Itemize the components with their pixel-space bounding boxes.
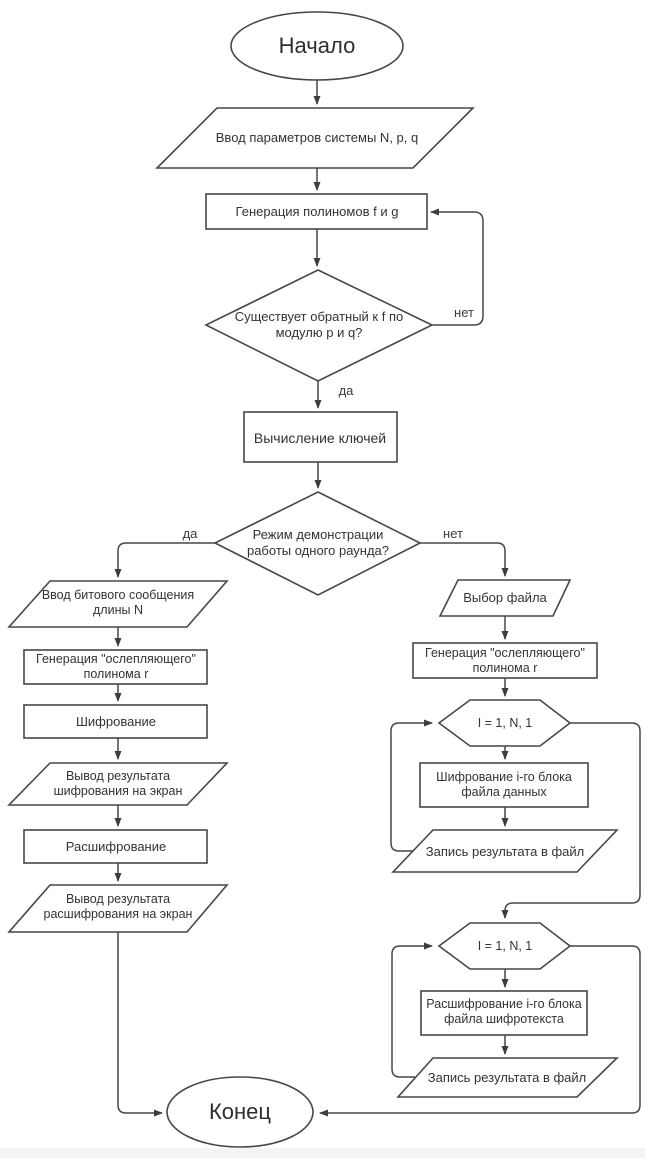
gen-blinding-left-shape	[23, 649, 208, 685]
write-result-decrypt-label: Запись результата в файл	[427, 1070, 587, 1085]
output-decrypt-shape	[7, 884, 229, 933]
demo-mode-decision-shape	[213, 491, 422, 596]
edge-loop1-exit	[501, 722, 641, 919]
choose-file-shape	[438, 579, 572, 617]
edge-inverse-no-loop	[430, 208, 484, 326]
choose-file-label: Выбор файла	[463, 590, 547, 605]
compute-keys-shape	[243, 411, 398, 463]
loop-encrypt-hexagon-shape	[437, 699, 572, 747]
demo-no-label: нет	[443, 526, 463, 541]
edge-loop1-back	[390, 719, 433, 852]
encrypt-label: Шифрование	[76, 714, 156, 729]
input-params-shape	[155, 107, 475, 169]
gen-polynomials-shape	[205, 193, 428, 230]
output-decrypt-label: Вывод результата расшифрования на экран	[43, 892, 193, 921]
output-encrypt-shape	[7, 762, 229, 806]
edge-demo-yes	[114, 542, 215, 578]
inverse-yes-label: да	[338, 383, 354, 398]
inverse-exists-decision-shape	[204, 269, 434, 382]
encrypt-block-label: Шифрование i-го блока файла данных	[436, 770, 572, 799]
decrypt-block-label: Расшифрование i-го блока файла шифротекс…	[426, 997, 582, 1026]
decrypt-block-shape	[420, 990, 588, 1036]
bottom-band	[0, 1148, 645, 1158]
loop-decrypt-label: I = 1, N, 1	[477, 939, 533, 953]
demo-yes-label: да	[182, 526, 198, 541]
start-terminator-shape	[230, 11, 404, 81]
input-message-label: Ввод битового сообщения длины N	[41, 588, 195, 617]
start-label: Начало	[278, 33, 356, 58]
gen-blinding-right-label: Генерация "ослепляющего" полинома r	[425, 646, 585, 675]
edge-demo-no	[420, 542, 509, 577]
decrypt-shape	[23, 829, 208, 864]
inverse-no-label: нет	[454, 305, 474, 320]
edge-loop2-back	[391, 942, 433, 1078]
input-params-label: Ввод параметров системы N, p, q	[215, 130, 419, 145]
gen-blinding-right-shape	[412, 642, 598, 679]
encrypt-shape	[23, 704, 208, 739]
loop-encrypt-label: I = 1, N, 1	[477, 716, 533, 730]
edge-left-to-end	[117, 932, 163, 1117]
decrypt-label: Расшифрование	[65, 839, 167, 854]
gen-polynomials-label: Генерация полиномов f и g	[235, 204, 399, 219]
gen-blinding-left-label: Генерация "ослепляющего" полинома r	[36, 652, 196, 681]
inverse-exists-label: Существует обратный к f по модулю p и q?	[234, 309, 404, 340]
end-terminator-shape	[166, 1076, 314, 1148]
write-result-encrypt-shape	[391, 829, 619, 873]
write-result-encrypt-label: Запись результата в файл	[425, 844, 585, 859]
edge-loop2-to-end	[319, 945, 641, 1117]
demo-mode-label: Режим демонстрации работы одного раунда?	[246, 527, 390, 558]
encrypt-block-shape	[419, 762, 589, 808]
output-encrypt-label: Вывод результата шифрования на экран	[53, 769, 183, 798]
end-label: Конец	[208, 1099, 272, 1124]
compute-keys-label: Вычисление ключей	[253, 430, 387, 446]
input-message-shape	[7, 580, 229, 628]
write-result-decrypt-shape	[396, 1057, 619, 1098]
loop-decrypt-hexagon-shape	[437, 922, 572, 970]
